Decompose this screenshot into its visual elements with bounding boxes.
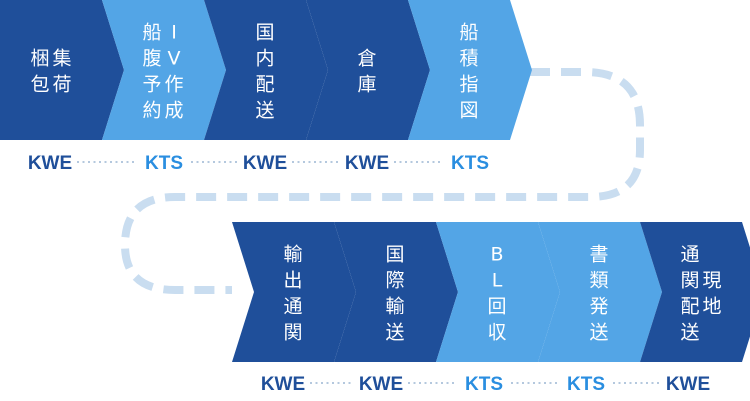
step-s1-label: 集荷 — [52, 47, 71, 95]
step-s10-label: 現地 — [702, 269, 721, 317]
org-label-s2: KTS — [145, 153, 183, 174]
step-s5-shape — [408, 0, 532, 140]
step-s8-shape — [436, 222, 560, 362]
org-label-s4: KWE — [345, 153, 389, 174]
step-s2-shape — [102, 0, 226, 140]
step-s2-label: 船腹予約 — [142, 21, 161, 121]
org-label-s10: KWE — [666, 374, 710, 395]
step-s10-label: 通関配送 — [680, 243, 699, 343]
step-s1-label: 梱包 — [30, 47, 49, 95]
step-s5-label: 船積指図 — [459, 21, 478, 121]
step-s4-label: 倉庫 — [357, 47, 376, 95]
org-label-s1: KWE — [28, 153, 72, 174]
step-s3-shape — [204, 0, 328, 140]
step-s9-shape — [538, 222, 662, 362]
step-s3-label: 国内配送 — [255, 21, 274, 121]
org-label-s7: KWE — [359, 374, 403, 395]
step-s6-shape — [232, 222, 356, 362]
step-s1-shape — [0, 0, 124, 140]
flow-connector-line — [120, 68, 644, 294]
step-s4-shape — [306, 0, 430, 140]
step-s7-label: 国際輸送 — [385, 243, 404, 343]
org-label-s3: KWE — [243, 153, 287, 174]
org-label-s8: KTS — [465, 374, 503, 395]
org-label-s9: KTS — [567, 374, 605, 395]
org-label-s6: KWE — [261, 374, 305, 395]
org-labels-layer: KWE KTS KWE KWE KTS KWE KWE KTS KTS KWE — [28, 153, 710, 395]
step-s7-shape — [334, 222, 458, 362]
org-label-s5: KTS — [451, 153, 489, 174]
step-s10-shape — [640, 222, 750, 362]
step-s9-label: 書類発送 — [589, 243, 608, 343]
step-s6-label: 輸出通関 — [283, 243, 302, 343]
